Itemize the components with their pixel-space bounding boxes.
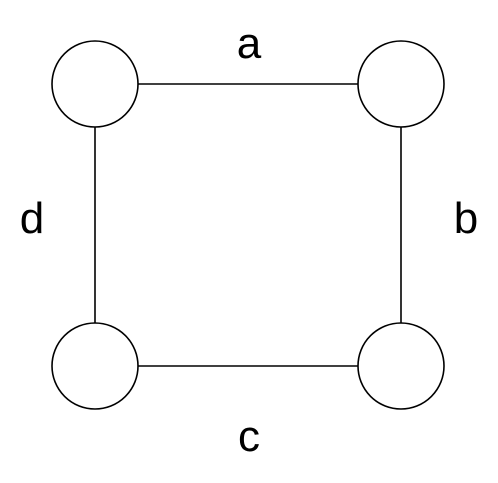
node-top-right (357, 40, 445, 128)
edge-label-b: b (454, 194, 478, 243)
node-bottom-right (357, 322, 445, 410)
node-top-left (51, 40, 139, 128)
edge-label-a: a (237, 19, 262, 68)
edge-label-c: c (238, 412, 260, 461)
edge-label-d: d (20, 194, 44, 243)
node-bottom-left (51, 322, 139, 410)
